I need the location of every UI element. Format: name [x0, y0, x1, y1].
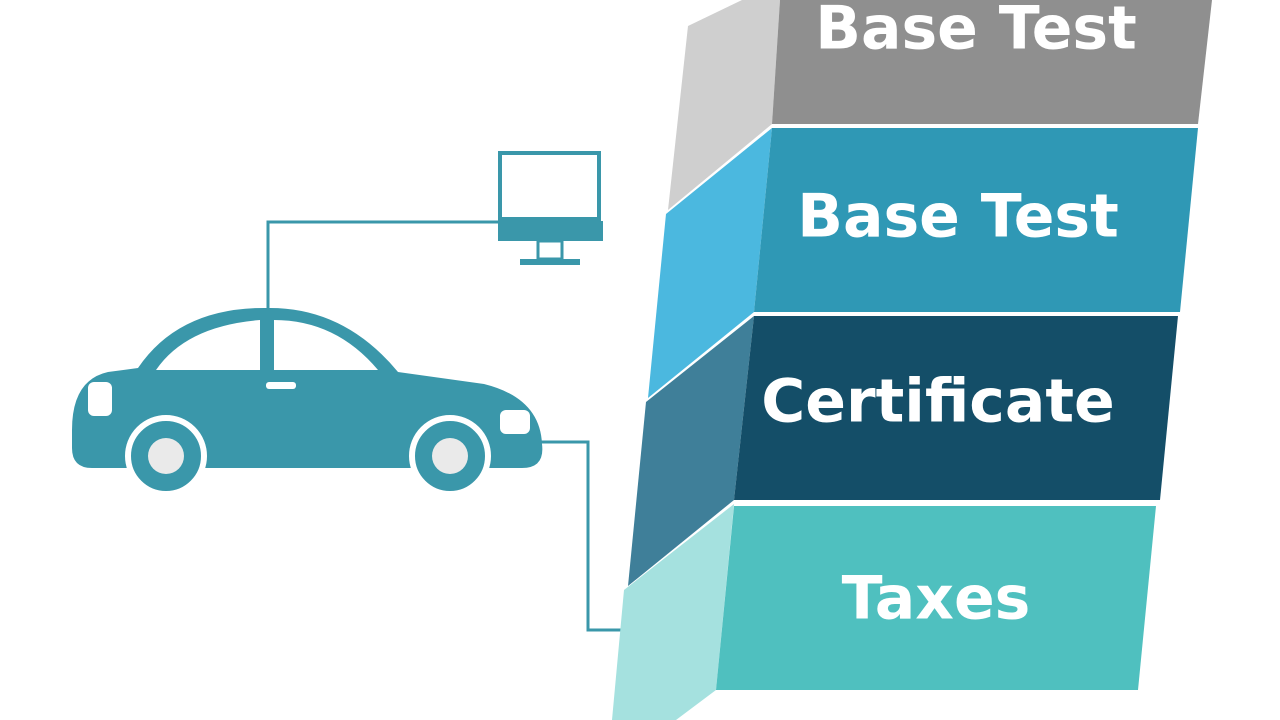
connector-lines [266, 220, 628, 632]
tier-1-label: Base Test [815, 0, 1137, 64]
car-icon [72, 307, 543, 497]
tier-stack: Base Test Base Test Certificate Taxes [612, 0, 1212, 720]
monitor-screen [498, 151, 601, 221]
car-front-hub [432, 438, 468, 474]
monitor-bezel [498, 221, 603, 241]
monitor-icon [498, 151, 603, 265]
tier-2-label: Base Test [797, 182, 1119, 252]
tier-2-front [754, 128, 1198, 312]
car-rear-hub [148, 438, 184, 474]
tier-3-front [734, 316, 1178, 500]
tier-4-front [716, 506, 1156, 690]
tier-3-label: Certificate [761, 367, 1114, 437]
tier-4-side [612, 504, 734, 720]
car-head-light [500, 410, 530, 434]
tier-1-front [772, 0, 1212, 124]
car-rear-window [156, 320, 260, 370]
tier-4-label: Taxes [842, 564, 1031, 634]
monitor-stand [536, 239, 564, 261]
car-front-window [274, 320, 378, 370]
car-tail-light [88, 382, 112, 416]
tier-3-side [628, 316, 754, 586]
car-to-monitor-connector [266, 220, 500, 310]
tier-2-side [648, 128, 772, 398]
tier-1-side [668, 0, 780, 210]
car-door-handle [266, 382, 296, 389]
monitor-base [520, 259, 580, 265]
car-to-stack-connector [540, 440, 628, 632]
